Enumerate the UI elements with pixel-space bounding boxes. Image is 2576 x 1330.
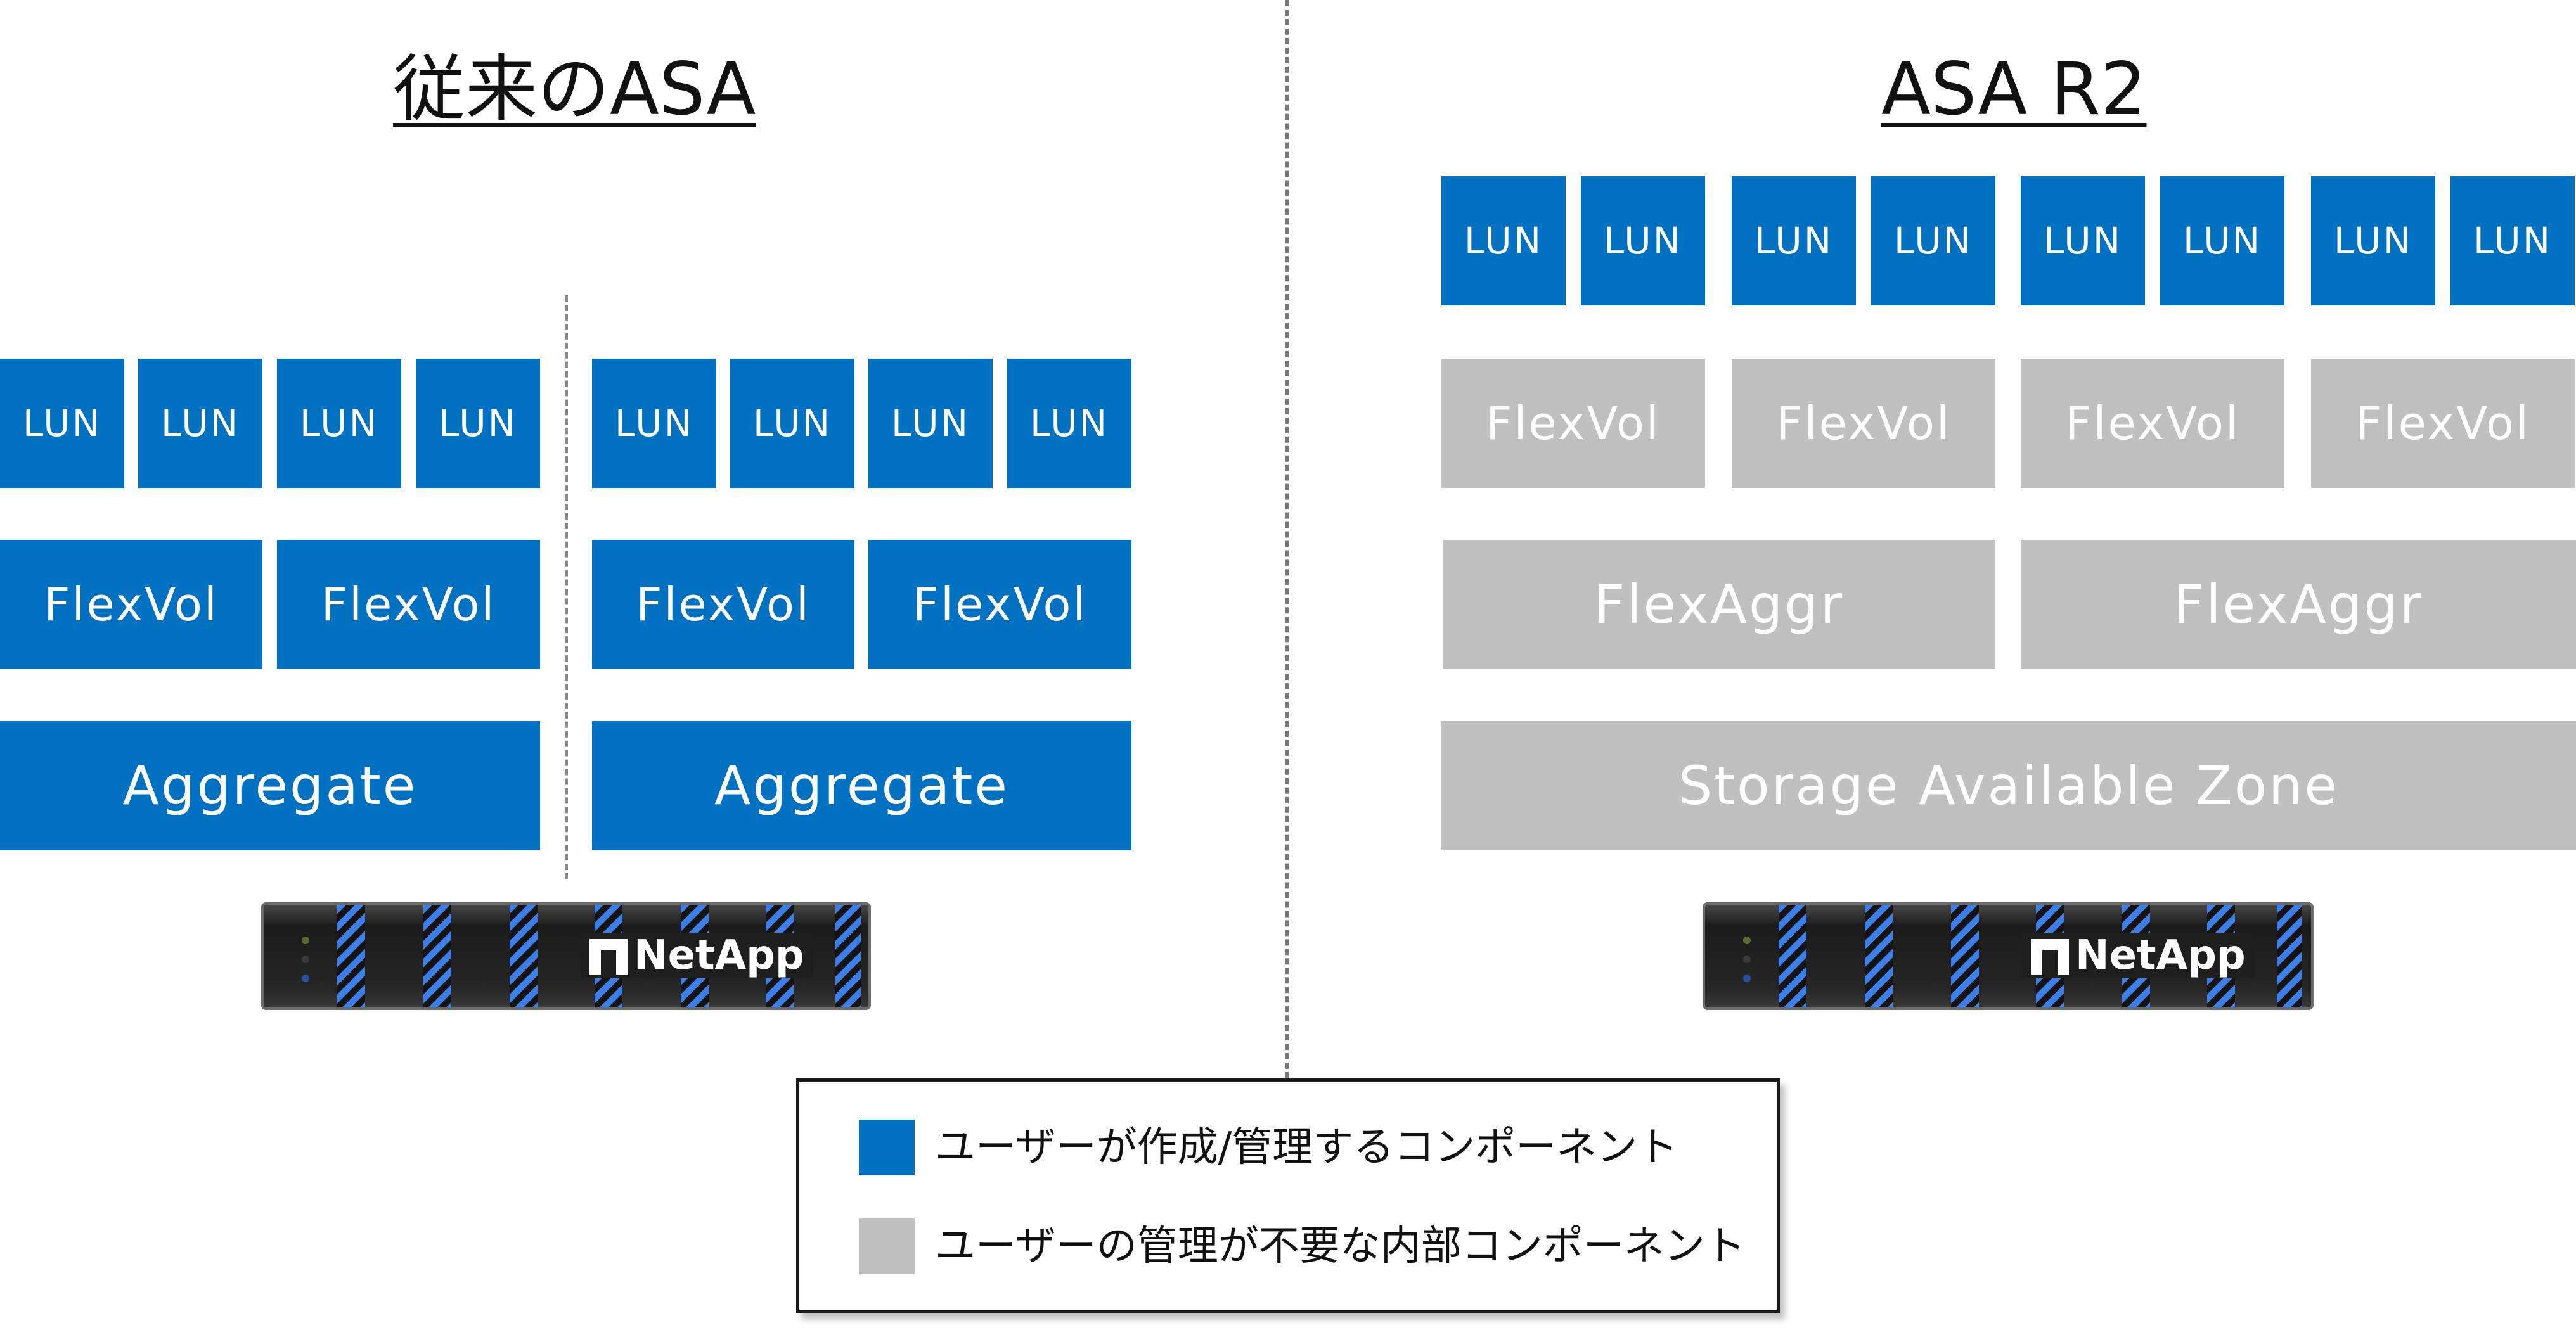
flexvol-box: FlexVol bbox=[1732, 359, 1995, 488]
legend-label-user-managed: ユーザーが作成/管理するコンポーネント bbox=[935, 1124, 1678, 1171]
status-led bbox=[1743, 975, 1751, 982]
lun-box: LUN bbox=[1441, 176, 1566, 305]
bezel-stripe bbox=[2277, 905, 2302, 1007]
status-led bbox=[302, 975, 309, 982]
flexvol-box: FlexVol bbox=[0, 540, 262, 669]
legend-box: ユーザーが作成/管理するコンポーネント ユーザーの管理が不要な内部コンポーネント bbox=[796, 1078, 1780, 1313]
cluster-divider bbox=[565, 295, 568, 879]
flexvol-box: FlexVol bbox=[2021, 359, 2284, 488]
storage-available-zone-box: Storage Available Zone bbox=[1441, 721, 2576, 850]
lun-box: LUN bbox=[730, 359, 854, 488]
status-led bbox=[1743, 937, 1751, 944]
flexvol-box: FlexVol bbox=[1441, 359, 1705, 488]
netapp-storage-appliance: NetApp bbox=[261, 902, 871, 1010]
lun-box: LUN bbox=[2311, 176, 2435, 305]
netapp-logo-text: NetApp bbox=[2075, 932, 2246, 979]
netapp-logo: NetApp bbox=[2022, 932, 2255, 979]
netapp-logo-text: NetApp bbox=[634, 932, 804, 979]
lun-box: LUN bbox=[1581, 176, 1705, 305]
flexvol-box: FlexVol bbox=[277, 540, 540, 669]
flexaggr-box: FlexAggr bbox=[1443, 540, 1995, 669]
lun-box: LUN bbox=[868, 359, 993, 488]
bezel-stripe bbox=[337, 905, 365, 1007]
flexvol-box: FlexVol bbox=[592, 540, 854, 669]
lun-box: LUN bbox=[138, 359, 262, 488]
center-divider bbox=[1285, 0, 1289, 1078]
netapp-storage-appliance: NetApp bbox=[1703, 902, 2314, 1010]
flexaggr-box: FlexAggr bbox=[2021, 540, 2576, 669]
lun-box: LUN bbox=[2160, 176, 2284, 305]
lun-box: LUN bbox=[277, 359, 401, 488]
flexvol-box: FlexVol bbox=[2311, 359, 2575, 488]
legend-label-internal: ユーザーの管理が不要な内部コンポーネント bbox=[935, 1223, 1746, 1270]
status-led bbox=[302, 937, 309, 944]
lun-box: LUN bbox=[416, 359, 540, 488]
bezel-stripe bbox=[1779, 905, 1806, 1007]
netapp-logo-icon bbox=[2031, 938, 2069, 975]
bezel-stripe bbox=[1951, 905, 1979, 1007]
aggregate-box: Aggregate bbox=[592, 721, 1131, 850]
title-legacy-asa: 従来のASA bbox=[393, 47, 756, 131]
bezel-stripe bbox=[835, 905, 861, 1007]
lun-box: LUN bbox=[592, 359, 716, 488]
bezel-stripe bbox=[510, 905, 538, 1007]
title-asa-r2: ASA R2 bbox=[1881, 47, 2147, 131]
netapp-logo-icon bbox=[589, 938, 628, 975]
aggregate-box: Aggregate bbox=[0, 721, 540, 850]
flexvol-box: FlexVol bbox=[868, 540, 1131, 669]
lun-box: LUN bbox=[0, 359, 124, 488]
bezel-stripe bbox=[1865, 905, 1893, 1007]
lun-box: LUN bbox=[1007, 359, 1131, 488]
lun-box: LUN bbox=[2021, 176, 2145, 305]
status-led bbox=[1743, 956, 1751, 963]
bezel-stripe bbox=[423, 905, 451, 1007]
legend-swatch-internal bbox=[859, 1218, 915, 1274]
lun-box: LUN bbox=[2450, 176, 2575, 305]
lun-box: LUN bbox=[1732, 176, 1856, 305]
legend-swatch-user-managed bbox=[859, 1120, 915, 1175]
lun-box: LUN bbox=[1871, 176, 1995, 305]
status-led bbox=[302, 956, 309, 963]
netapp-logo: NetApp bbox=[581, 932, 813, 979]
